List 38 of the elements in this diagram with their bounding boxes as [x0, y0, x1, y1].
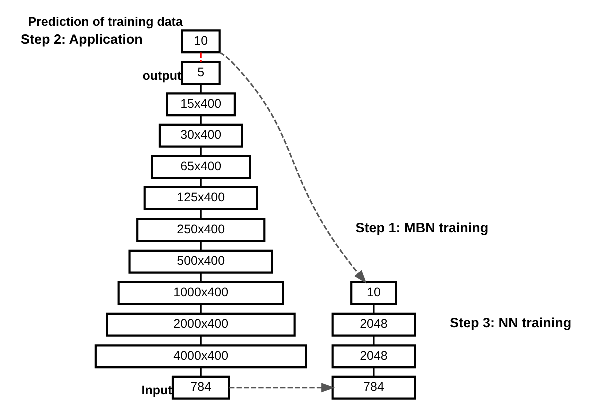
connector: [200, 84, 202, 94]
node-box: 30x400: [158, 124, 244, 148]
connector: [200, 241, 202, 251]
connector: [200, 304, 202, 314]
connector: [200, 147, 202, 156]
node-box: 125x400: [144, 186, 258, 210]
connector: [200, 368, 202, 377]
arrow: [229, 383, 336, 393]
node-box: 2048: [332, 312, 416, 337]
connector: [200, 273, 202, 282]
label: Step 1: MBN training: [356, 220, 489, 236]
connector: [200, 336, 202, 346]
node-box: 784: [172, 376, 230, 400]
node-box: 500x400: [128, 250, 274, 274]
node-box: 5: [181, 61, 221, 86]
connector: [200, 116, 202, 125]
node-box: 10: [181, 30, 221, 54]
node-box: 15x400: [166, 92, 236, 117]
node-box: 10: [350, 281, 398, 306]
connector: [200, 52, 202, 62]
node-label: Input: [142, 383, 172, 398]
node-box: 1000x400: [118, 281, 284, 306]
node-label: output: [142, 68, 182, 83]
node-label: Prediction of training data: [28, 15, 183, 30]
node-box: 4000x400: [94, 344, 308, 369]
connector: [200, 178, 202, 188]
arrow: [220, 52, 367, 284]
node-box: 65x400: [151, 155, 252, 180]
node-box: 2048: [332, 344, 416, 369]
node-box: 250x400: [136, 218, 266, 242]
label: Step 2: Application: [20, 32, 143, 48]
connector: [200, 209, 202, 220]
connector: [373, 368, 375, 377]
node-box: 2000x400: [106, 312, 296, 337]
connector: [373, 336, 375, 346]
node-box: 784: [332, 376, 416, 400]
connector: [373, 304, 375, 314]
label: Step 3: NN training: [450, 315, 572, 330]
